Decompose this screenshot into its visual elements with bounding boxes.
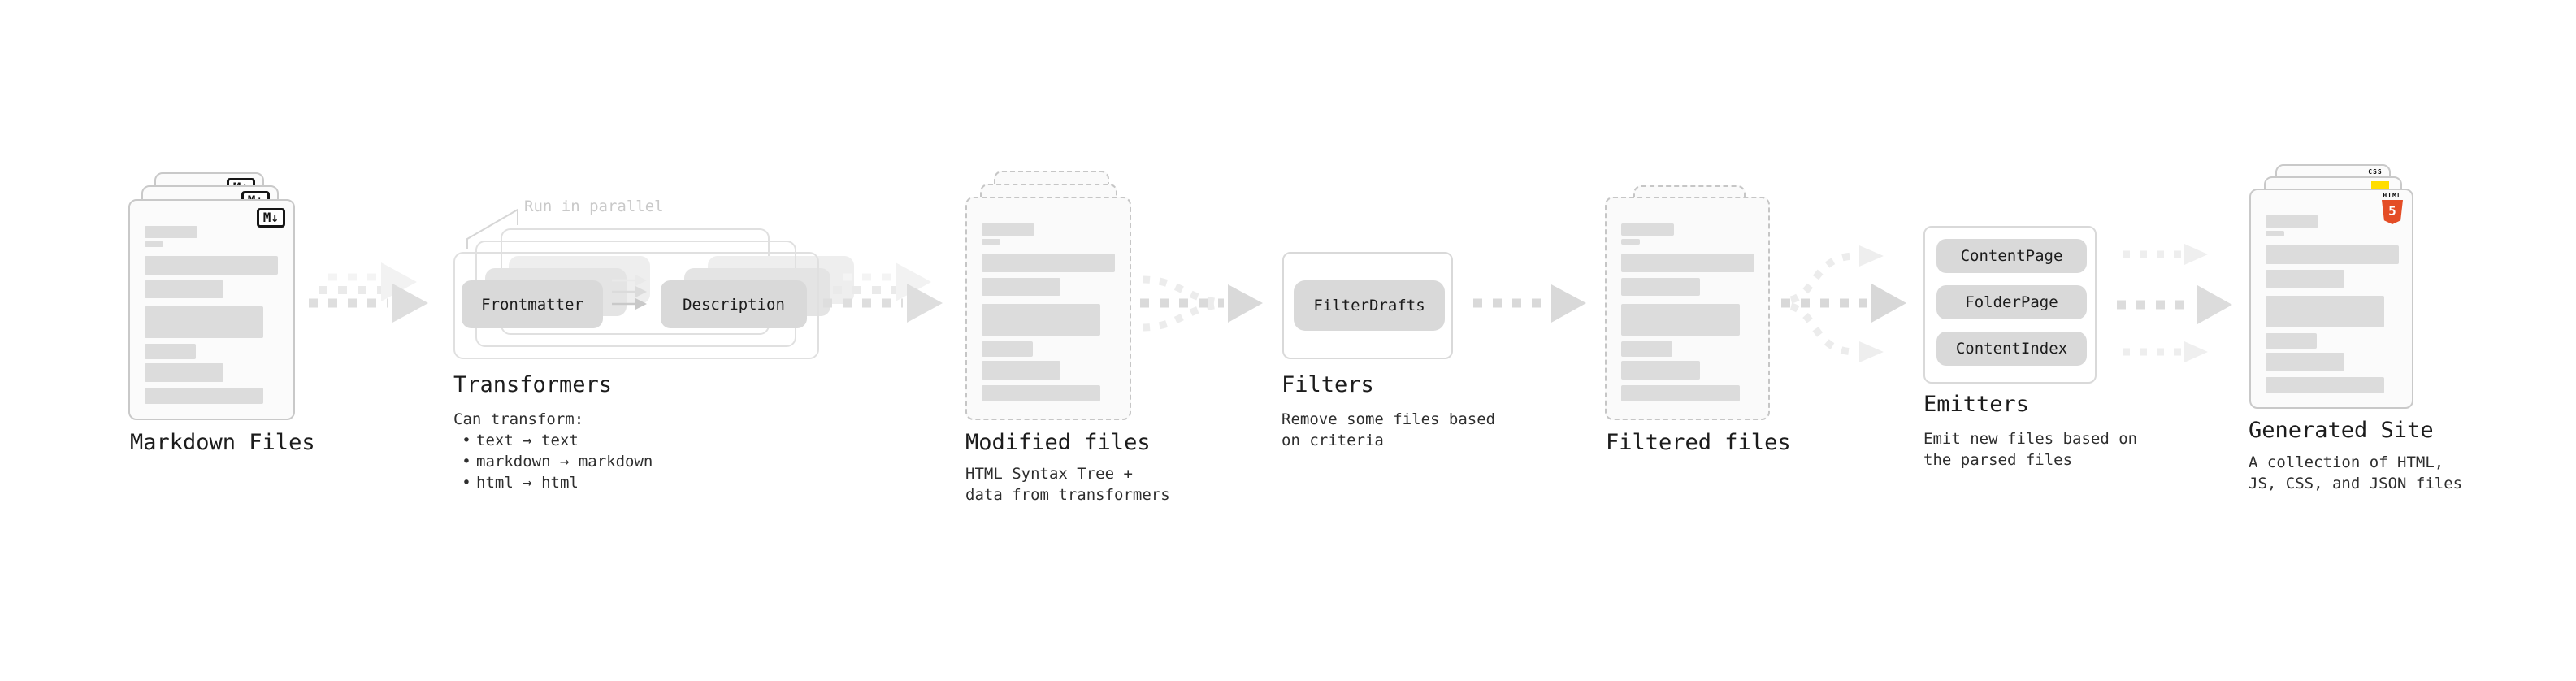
- arrow-modified-to-filters-icon: [1140, 275, 1263, 332]
- markdown-file-card-front: M↓: [128, 199, 295, 420]
- folder-page-box: FolderPage: [1936, 285, 2087, 319]
- modified-files-stack: [965, 171, 1131, 420]
- transformer-card-front: [453, 252, 819, 359]
- transformers-bullet-list: •text → text •markdown → markdown •html …: [457, 430, 653, 493]
- content-index-box: ContentIndex: [1936, 332, 2087, 366]
- description-box: Description: [661, 280, 807, 328]
- markdown-icon: M↓: [256, 208, 285, 228]
- generated-site-title: Generated Site: [2249, 418, 2434, 443]
- arrow-filters-to-filtered-icon: [1473, 284, 1586, 323]
- filters-subtext: Remove some files based on criteria: [1281, 410, 1496, 449]
- transformer-inner-arrows-icon: [612, 275, 647, 310]
- frontmatter-box: Frontmatter: [462, 280, 603, 328]
- markdown-files-title: Markdown Files: [130, 430, 315, 455]
- run-in-parallel-pointer-line: [466, 208, 518, 249]
- arrow-markdown-to-transformers-icon: [309, 262, 428, 323]
- emitters-subtext: Emit new files based on the parsed files: [1923, 430, 2138, 469]
- transformers-title: Transformers: [453, 372, 613, 397]
- generated-file-card-front: HTML 5: [2249, 189, 2413, 409]
- filtered-file-card-front: [1605, 197, 1770, 420]
- generated-site-subtext: A collection of HTML, JS, CSS, and JSON …: [2249, 453, 2463, 492]
- content-page-box: ContentPage: [1936, 239, 2087, 273]
- arrow-emitters-to-generated-icon: [2117, 244, 2232, 362]
- generated-site-stack: CSS HTML 5: [2249, 164, 2413, 409]
- modified-files-title: Modified files: [965, 430, 1151, 455]
- transformers-stack: Frontmatter Description: [453, 216, 854, 359]
- run-in-parallel-label: Run in parallel: [524, 197, 664, 215]
- emitters-box: ContentPage FolderPage ContentIndex: [1923, 226, 2097, 384]
- emitters-title: Emitters: [1923, 392, 2030, 417]
- filters-box: FilterDrafts: [1282, 252, 1453, 359]
- markdown-files-stack: M↓ M↓ M↓: [128, 172, 295, 420]
- filtered-files-title: Filtered files: [1606, 430, 1791, 455]
- modified-files-subtext: HTML Syntax Tree + data from transformer…: [965, 465, 1170, 504]
- transformers-subtitle: Can transform:: [453, 410, 584, 428]
- arrow-transformers-to-modified-icon: [823, 262, 943, 323]
- modified-file-card-front: [965, 197, 1131, 420]
- filtered-files-stack: [1605, 185, 1770, 420]
- arrow-filtered-to-emitters-icon: [1781, 245, 1906, 362]
- filters-title: Filters: [1281, 372, 1374, 397]
- bullet-item: •text → text: [462, 432, 579, 449]
- bullet-item: •markdown → markdown: [462, 453, 653, 471]
- html5-icon: HTML 5: [2381, 192, 2404, 224]
- filter-drafts-box: FilterDrafts: [1294, 280, 1445, 331]
- bullet-item: •html → html: [462, 474, 579, 492]
